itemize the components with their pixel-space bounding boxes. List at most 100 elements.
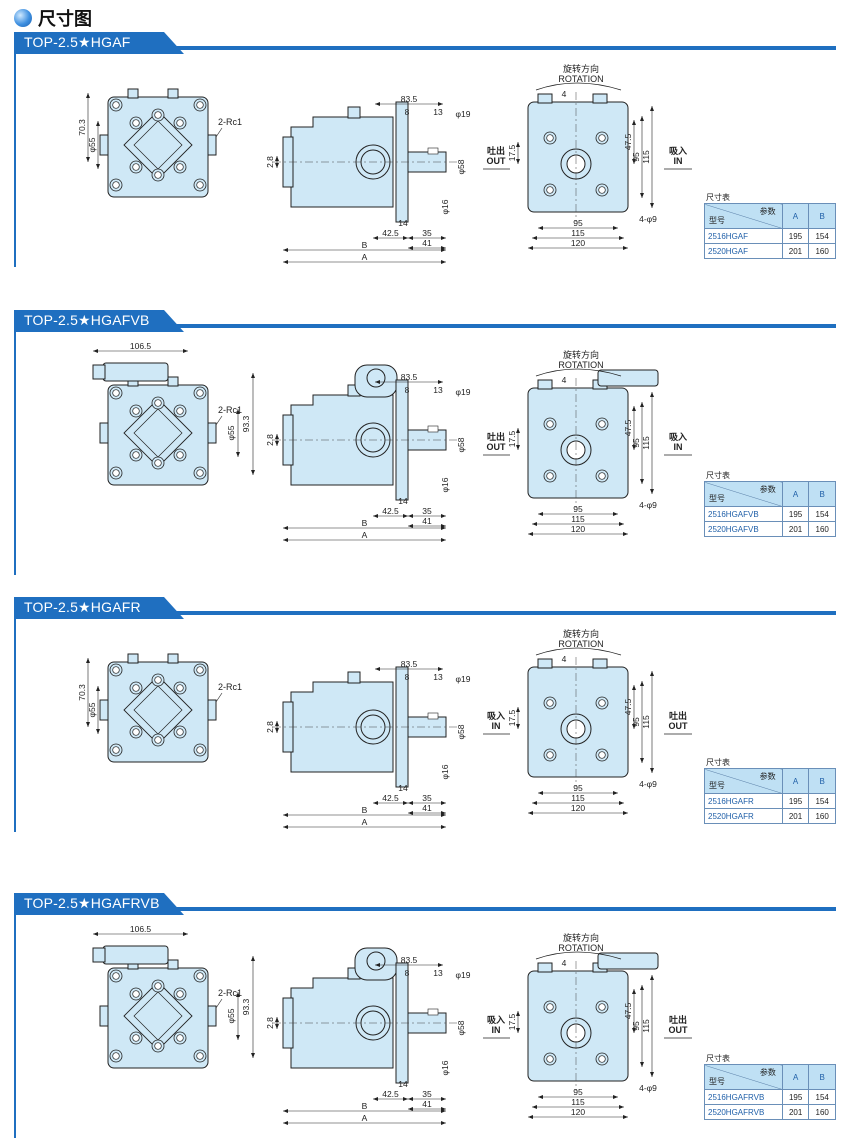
value-b-cell: 154	[808, 228, 836, 244]
value-b-cell: 160	[808, 521, 836, 537]
model-cell: 2520HGAFVB	[704, 521, 783, 537]
left-port-en: OUT	[487, 156, 507, 166]
dim-115-v: 115	[641, 436, 651, 450]
col-b-header: B	[808, 203, 836, 229]
left-port-cn: 吸入	[487, 1015, 505, 1025]
dim-70-3: 70.3	[77, 684, 87, 701]
left-port-en: OUT	[487, 442, 507, 452]
section-title-bar: TOP-2.5★HGAFR	[14, 597, 836, 619]
dim-d19: φ19	[456, 674, 471, 684]
value-b-cell: 154	[808, 1089, 836, 1105]
dim-115-h: 115	[571, 514, 585, 524]
section-title: TOP-2.5★HGAFRVB	[24, 895, 160, 911]
dim-47-5: 47.5	[623, 698, 633, 715]
model-label: 型号	[709, 1077, 725, 1086]
col-b-header: B	[808, 481, 836, 507]
left-port-en: IN	[492, 721, 501, 731]
dim-42-5: 42.5	[382, 506, 399, 516]
col-b-header: B	[808, 768, 836, 794]
table-corner-cell: 参数型号	[704, 203, 783, 229]
dim-106-5: 106.5	[130, 341, 152, 351]
dim-35: 35	[422, 506, 432, 516]
dim-83-5: 83.5	[401, 955, 418, 965]
value-b-cell: 160	[808, 243, 836, 259]
col-a-header: A	[781, 203, 810, 229]
col-a-header: A	[781, 1064, 810, 1090]
dim-d58: φ58	[456, 724, 466, 739]
dim-83-5: 83.5	[401, 659, 418, 669]
col-b-header: B	[808, 1064, 836, 1090]
dim-17-5: 17.5	[507, 144, 517, 161]
value-a-cell: 195	[781, 1089, 810, 1105]
dim-d16: φ16	[440, 199, 450, 214]
dim-47-5: 47.5	[623, 133, 633, 150]
value-a-cell: 195	[781, 506, 810, 522]
dim-93-3: 93.3	[241, 415, 251, 432]
dim-120-h: 120	[571, 238, 585, 248]
model-cell: 2516HGAFR	[704, 793, 783, 809]
dim-35: 35	[422, 228, 432, 238]
table-corner-cell: 参数型号	[704, 481, 783, 507]
section-title-bar: TOP-2.5★HGAF	[14, 32, 836, 54]
dim-95-v: 95	[631, 152, 641, 162]
rotation-en: ROTATION	[558, 74, 603, 84]
dim-115-v: 115	[641, 715, 651, 729]
model-label: 型号	[709, 494, 725, 503]
param-label: 参数	[759, 485, 776, 494]
dim-8: 8	[405, 385, 410, 395]
dim-A: A	[362, 252, 368, 262]
dim-13: 13	[433, 107, 443, 117]
dim-2-8: 2.8	[265, 434, 275, 446]
dim-35: 35	[422, 793, 432, 803]
dim-115-h: 115	[571, 1097, 585, 1107]
section-title-bar: TOP-2.5★HGAFVB	[14, 310, 836, 332]
left-port-en: IN	[492, 1025, 501, 1035]
dim-41: 41	[422, 238, 432, 248]
dim-70-3: 70.3	[77, 119, 87, 136]
dim-95-h: 95	[573, 218, 583, 228]
right-port-en: IN	[674, 156, 683, 166]
value-b-cell: 160	[808, 1104, 836, 1120]
dim-42-5: 42.5	[382, 228, 399, 238]
dim-83-5: 83.5	[401, 94, 418, 104]
dim-d16: φ16	[440, 1060, 450, 1075]
port-label: 2-Rc1	[218, 405, 242, 415]
model-cell: 2520HGAF	[704, 243, 783, 259]
dim-93-3: 93.3	[241, 998, 251, 1015]
section-title-bar: TOP-2.5★HGAFRVB	[14, 893, 836, 915]
model-label: 型号	[709, 216, 725, 225]
dim-A: A	[362, 530, 368, 540]
rotation-en: ROTATION	[558, 639, 603, 649]
dim-47-5: 47.5	[623, 419, 633, 436]
dim-95-h: 95	[573, 783, 583, 793]
rotation-cn: 旋转方向	[563, 349, 599, 360]
dim-14: 14	[398, 1079, 408, 1089]
page-header: 尺寸图	[14, 6, 92, 30]
dim-41: 41	[422, 803, 432, 813]
dim-115-h: 115	[571, 228, 585, 238]
value-b-cell: 154	[808, 506, 836, 522]
dim-d19: φ19	[456, 109, 471, 119]
param-label: 参数	[759, 1068, 776, 1077]
left-port-cn: 吐出	[487, 145, 505, 156]
dim-key-4: 4	[562, 89, 567, 99]
dim-95-h: 95	[573, 1087, 583, 1097]
value-a-cell: 201	[781, 243, 810, 259]
model-cell: 2516HGAFVB	[704, 506, 783, 522]
dim-14: 14	[398, 218, 408, 228]
section-title: TOP-2.5★HGAFVB	[24, 312, 150, 328]
value-a-cell: 201	[781, 808, 810, 824]
dim-17-5: 17.5	[507, 1013, 517, 1030]
left-port-cn: 吐出	[487, 431, 505, 442]
